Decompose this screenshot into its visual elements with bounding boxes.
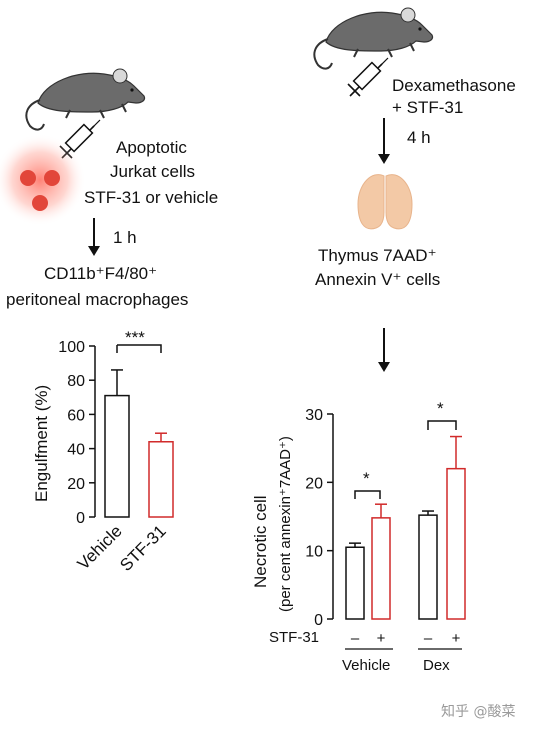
- right-mouse-icon: [313, 7, 434, 70]
- stf31-sign-label: –: [424, 630, 433, 647]
- y-tick-label: 10: [305, 544, 323, 561]
- right-treatment-label-1: Dexamethasone: [392, 76, 516, 95]
- bar: [371, 517, 391, 620]
- y-axis-label-line-2: (per cent annexin⁺7AAD⁺): [277, 436, 294, 612]
- right-treatment-label-2: + STF-31: [392, 98, 463, 117]
- bar-stf-31: [148, 441, 174, 518]
- significance-bracket-vehicle: [354, 490, 381, 499]
- significance-marker-vehicle: *: [363, 469, 370, 488]
- significance-marker-dex: *: [437, 399, 444, 418]
- stf31-sign-label: +: [452, 630, 461, 647]
- y-tick-label: 20: [305, 475, 323, 492]
- left-time-label: 1 h: [113, 228, 137, 247]
- left-treatment-label-1: Apoptotic: [116, 138, 187, 157]
- significance-bracket-dex: [427, 420, 457, 430]
- y-axis-label-line-1: Necrotic cell: [251, 495, 270, 588]
- right-target-label-2: Annexin V⁺ cells: [315, 270, 440, 289]
- left-target-label-2: peritoneal macrophages: [6, 290, 188, 309]
- significance-marker: ***: [125, 328, 145, 347]
- engulfment-chart: Engulfment (%) 0 20 40 60 80 100 VehicleSTF-3…: [32, 328, 174, 575]
- y-tick-label: 30: [305, 407, 323, 424]
- bar: [345, 546, 365, 620]
- y-tick-label: 40: [67, 442, 85, 459]
- bar: [446, 467, 466, 620]
- y-tick-label: 60: [67, 407, 85, 424]
- x-tick-label: STF-31: [116, 521, 170, 575]
- watermark-text: 知乎 @酸菜: [441, 703, 515, 720]
- left-arrow-icon: [88, 218, 100, 256]
- y-tick-label: 0: [76, 510, 85, 527]
- left-target-label-1: CD11b⁺F4/80⁺: [44, 264, 157, 283]
- y-tick-label: 100: [58, 339, 85, 356]
- left-treatment-label-2: Jurkat cells: [110, 162, 195, 181]
- right-target-label-1: Thymus 7AAD⁺: [318, 246, 437, 265]
- left-treatment-label-3: STF-31 or vehicle: [84, 188, 218, 207]
- stf31-sign-label: –: [351, 630, 360, 647]
- bar-vehicle: [104, 394, 130, 518]
- thymus-icon: [357, 174, 413, 230]
- group-label-vehicle: Vehicle: [342, 657, 390, 674]
- left-mouse-icon: [25, 68, 146, 131]
- apoptotic-cells-icon: [0, 134, 86, 226]
- y-tick-label: 0: [314, 612, 323, 629]
- y-tick-label: 20: [67, 476, 85, 493]
- right-arrow-bottom-icon: [378, 328, 390, 372]
- right-time-label: 4 h: [407, 128, 431, 147]
- x-tick-label: Vehicle: [74, 521, 126, 573]
- right-syringe-icon: [347, 57, 389, 97]
- stf31-sign-label: +: [377, 630, 386, 647]
- necrotic-cell-chart: Necrotic cell (per cent annexin⁺7AAD⁺) 0…: [251, 399, 466, 674]
- group-label-dex: Dex: [423, 657, 450, 674]
- right-arrow-top-icon: [378, 118, 390, 164]
- y-tick-label: 80: [67, 373, 85, 390]
- significance-bracket: [116, 344, 162, 353]
- bar: [418, 514, 438, 620]
- stf31-row-label: STF-31: [269, 629, 319, 646]
- y-axis-label: Engulfment (%): [32, 385, 51, 502]
